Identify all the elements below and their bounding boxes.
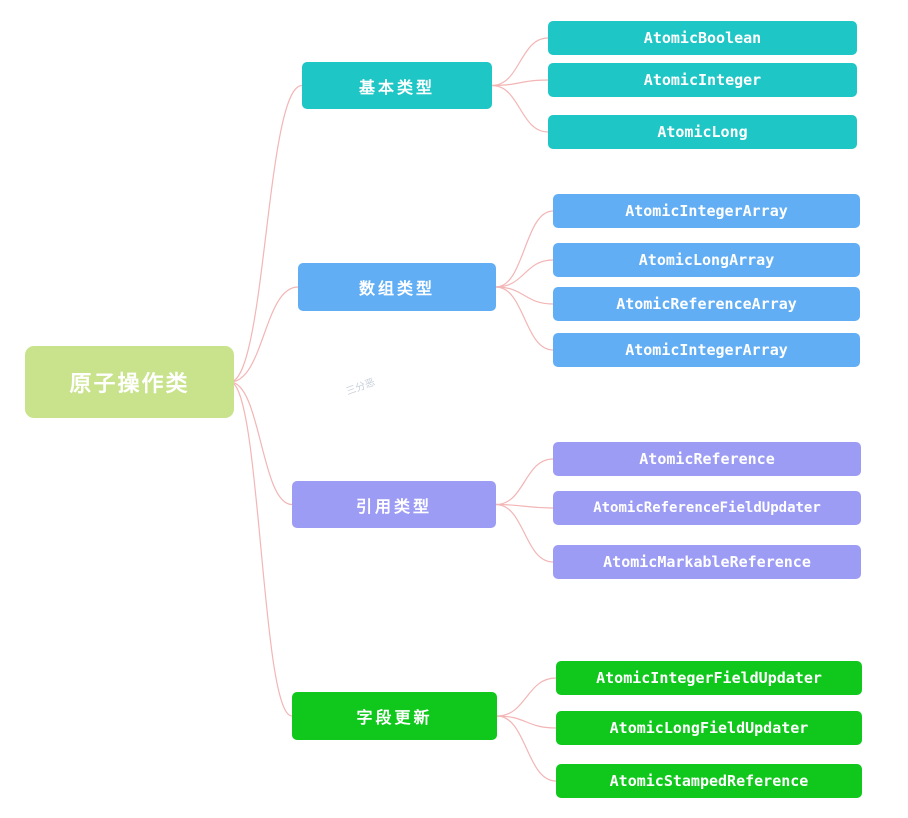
leaf-atomic-reference[interactable]: AtomicReference (553, 442, 861, 476)
category-basic-types[interactable]: 基本类型 (302, 62, 492, 109)
leaf-label: AtomicMarkableReference (603, 553, 811, 571)
category-to-leaf-link (495, 286, 554, 351)
category-reference-types[interactable]: 引用类型 (292, 481, 496, 528)
leaf-atomic-integer-field-updater[interactable]: AtomicIntegerFieldUpdater (556, 661, 862, 695)
leaf-atomic-integer[interactable]: AtomicInteger (548, 63, 857, 97)
leaf-atomic-boolean[interactable]: AtomicBoolean (548, 21, 857, 55)
category-to-leaf-link (495, 259, 554, 288)
leaf-label: AtomicInteger (643, 71, 762, 89)
category-to-leaf-link (496, 715, 557, 782)
leaf-atomic-long-array[interactable]: AtomicLongArray (553, 243, 860, 277)
root-node[interactable]: 原子操作类 (25, 346, 234, 418)
leaf-label: AtomicReferenceArray (616, 295, 797, 313)
leaf-atomic-reference-field-updater[interactable]: AtomicReferenceFieldUpdater (553, 491, 861, 525)
category-label: 引用类型 (355, 496, 432, 516)
category-field-updaters[interactable]: 字段更新 (292, 692, 497, 740)
leaf-atomic-stamped-reference[interactable]: AtomicStampedReference (556, 764, 862, 798)
category-to-leaf-link (495, 210, 554, 288)
root-label: 原子操作类 (69, 372, 190, 397)
leaf-label: AtomicIntegerArray (625, 202, 788, 220)
leaf-label: AtomicStampedReference (609, 772, 809, 790)
category-label: 基本类型 (358, 77, 435, 97)
root-to-category-link (229, 84, 303, 383)
leaf-label: AtomicIntegerArray (625, 341, 788, 359)
category-to-leaf-link (495, 286, 554, 305)
leaf-label: AtomicReference (639, 450, 775, 468)
leaf-atomic-markable-reference[interactable]: AtomicMarkableReference (553, 545, 861, 579)
category-to-leaf-link (491, 37, 549, 87)
leaf-atomic-integer-array[interactable]: AtomicIntegerArray (553, 194, 860, 228)
leaf-atomic-long-field-updater[interactable]: AtomicLongFieldUpdater (556, 711, 862, 745)
category-to-leaf-link (496, 677, 557, 717)
root-to-category-link (229, 381, 293, 717)
leaf-label: AtomicReferenceFieldUpdater (593, 500, 821, 516)
category-to-leaf-link (495, 503, 554, 509)
category-to-leaf-link (491, 79, 549, 87)
leaf-atomic-long[interactable]: AtomicLong (548, 115, 857, 149)
category-to-leaf-link (491, 84, 549, 133)
category-to-leaf-link (495, 458, 554, 506)
root-to-category-link (229, 381, 293, 506)
leaf-label: AtomicLongFieldUpdater (609, 719, 809, 737)
root-to-category-link (229, 286, 299, 383)
category-label: 数组类型 (358, 279, 435, 298)
leaf-atomic-integer-array-2[interactable]: AtomicIntegerArray (553, 333, 860, 367)
leaf-atomic-reference-array[interactable]: AtomicReferenceArray (553, 287, 860, 321)
category-to-leaf-link (496, 715, 557, 729)
category-array-types[interactable]: 数组类型 (298, 263, 496, 311)
leaf-label: AtomicBoolean (643, 29, 762, 47)
leaf-label: AtomicLongArray (638, 251, 775, 269)
leaf-label: AtomicIntegerFieldUpdater (596, 669, 822, 687)
category-to-leaf-link (495, 503, 554, 563)
category-label: 字段更新 (356, 708, 433, 727)
leaf-label: AtomicLong (657, 123, 748, 141)
